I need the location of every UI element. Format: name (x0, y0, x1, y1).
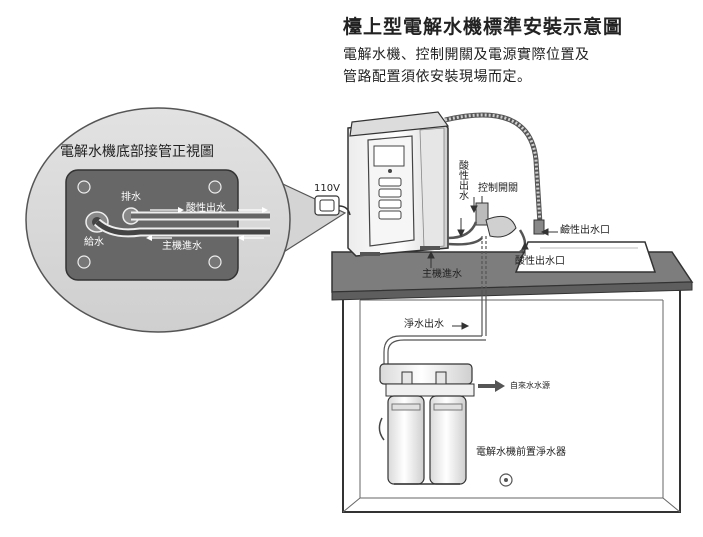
control-buttons (378, 177, 402, 220)
counter-top (331, 241, 694, 301)
installation-note-line2: 管路配置須依安裝現場而定。 (343, 69, 532, 85)
alkaline-outlet-label: 鹼性出水口 (560, 225, 610, 236)
tap-source-arrow (478, 380, 505, 392)
acid-outlet-label: 酸性出水口 (515, 256, 565, 267)
screw-hole-icon (77, 255, 91, 269)
installation-note-line1: 電解水機、控制開關及電源實際位置及 (343, 47, 590, 63)
screw-hole-icon (208, 255, 222, 269)
prefilter-unit (378, 363, 475, 485)
acid-out-label: 酸性出水 (186, 203, 226, 214)
outlet-spout (444, 112, 545, 235)
screw-hole-icon (208, 180, 222, 194)
control-switch-label: 控制開關 (478, 183, 518, 194)
control-switch (447, 196, 527, 254)
piping (383, 236, 487, 366)
detail-view-title: 電解水機底部接管正視圖 (60, 144, 214, 160)
drain-label: 排水 (121, 192, 141, 203)
main-inlet-bottom-label: 主機進水 (422, 269, 462, 280)
detail-callout (25, 107, 347, 333)
leader-lines (427, 197, 558, 330)
display-screen (373, 145, 405, 167)
acid-out-vertical-label: 酸性出水 (456, 160, 468, 200)
tap-source-label: 自來水水源 (510, 381, 550, 390)
screw-hole-icon (77, 180, 91, 194)
purified-out-label: 淨水出水 (404, 319, 444, 330)
main-inlet-label: 主機進水 (162, 241, 202, 252)
feed-label: 給水 (84, 237, 104, 248)
prefilter-label: 電解水機前置淨水器 (476, 447, 566, 458)
floor-drain-icon (499, 473, 513, 487)
diagram-title: 檯上型電解水機標準安裝示意圖 (343, 16, 624, 38)
base-panel (65, 169, 239, 281)
sink-basin (514, 241, 657, 273)
power-socket (314, 195, 351, 216)
electrolysis-machine (347, 111, 450, 257)
voltage-label: 110V (314, 183, 340, 194)
